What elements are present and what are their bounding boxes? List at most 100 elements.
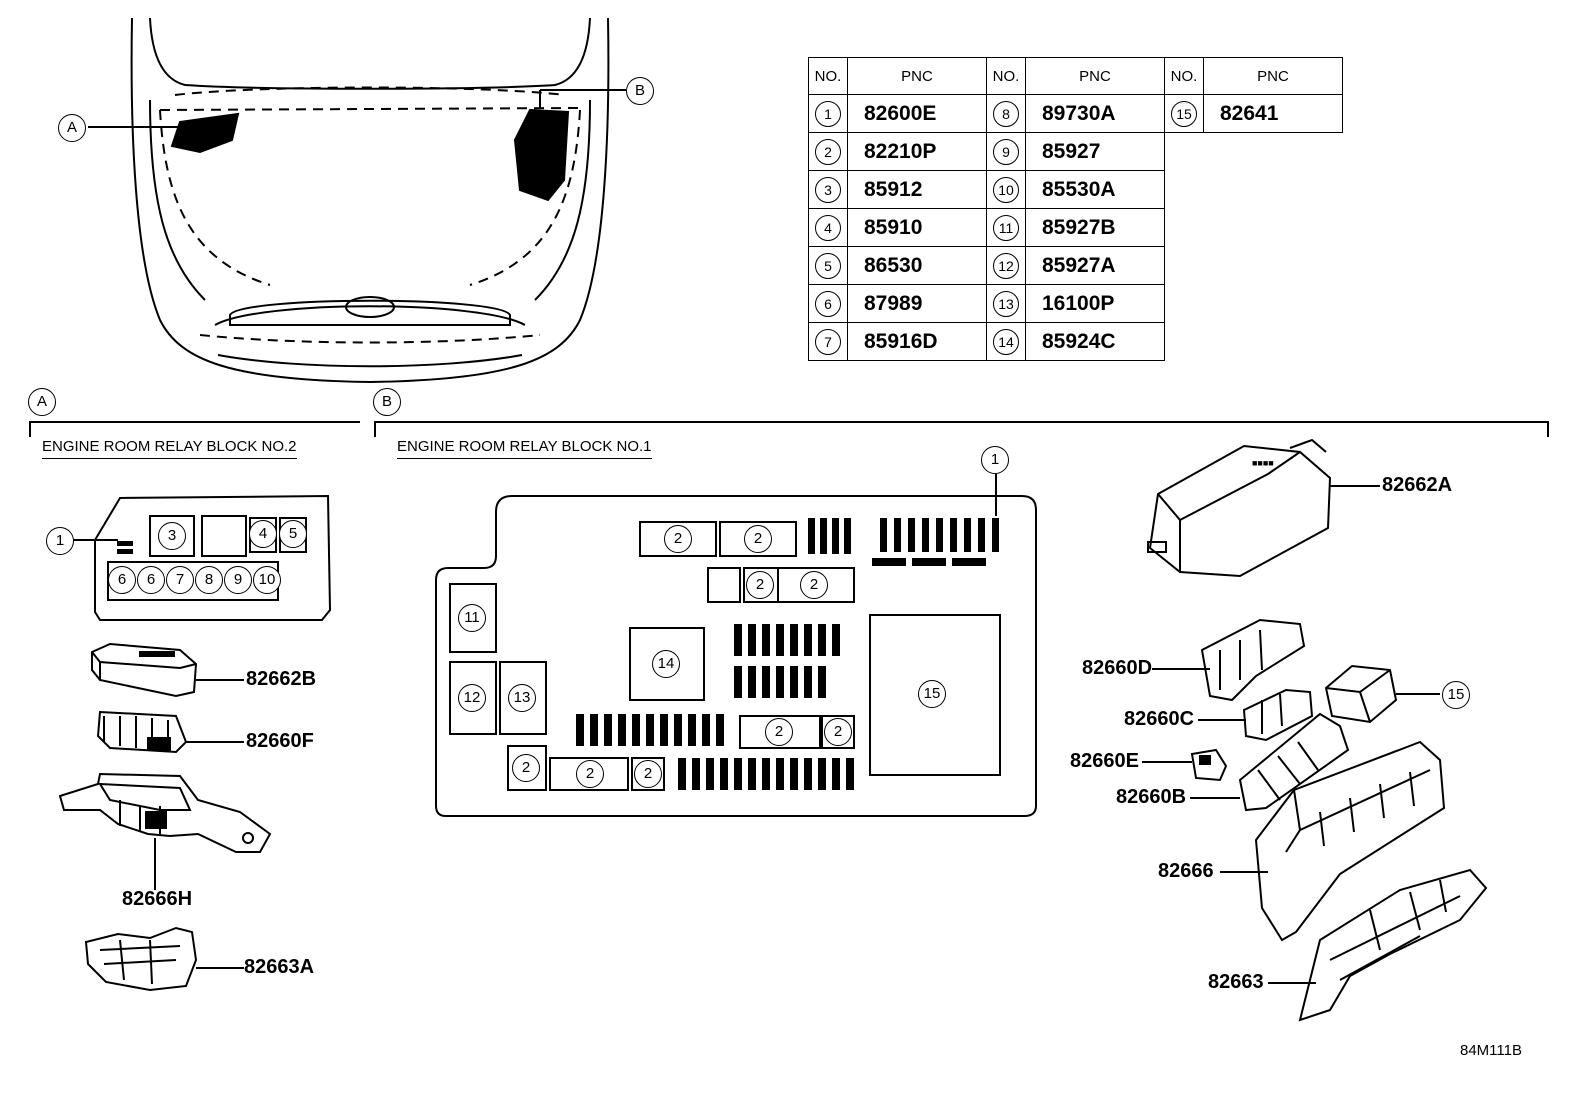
table-row: 7 85916D 14 85924C [808, 322, 1343, 361]
part-label: 82660B [1116, 786, 1187, 808]
part-label: 82660E [1070, 750, 1139, 772]
part-label: 82663A [244, 956, 315, 978]
vehicle-outline [130, 17, 610, 384]
pnc-value: 16100P [1025, 284, 1165, 323]
item-number: 11 [993, 214, 1019, 241]
pnc-value: 85927 [1025, 132, 1165, 171]
pnc-value: 82641 [1203, 94, 1343, 133]
pnc-value: 87989 [847, 284, 987, 323]
pnc-value: 85927B [1025, 208, 1165, 247]
hood-dashed-outline [159, 86, 581, 344]
block1-slot: 2 [744, 525, 772, 553]
block1-slot: 2 [800, 571, 828, 599]
svg-text:■■■■: ■■■■ [1252, 458, 1274, 468]
part-82660E-sketch [1190, 748, 1228, 782]
table-header: PNC [847, 57, 987, 95]
block1-slot: 2 [634, 760, 662, 788]
block1-slot: 15 [918, 680, 946, 708]
pnc-value: 85927A [1025, 246, 1165, 285]
pnc-value: 82600E [847, 94, 987, 133]
part-label: 82662B [246, 668, 317, 690]
item-number: 9 [993, 138, 1019, 165]
block2-slot: 8 [195, 566, 223, 594]
part-ref-number: 15 [1442, 681, 1470, 709]
block2-slot: 7 [166, 566, 194, 594]
item-number: 15 [1171, 100, 1197, 127]
section-a-title: ENGINE ROOM RELAY BLOCK NO.2 [42, 438, 297, 459]
pnc-table: NO. PNC NO. PNC NO. PNC 1 82600E 8 89730… [808, 57, 1343, 361]
block1-slot: 2 [512, 754, 540, 782]
block2-pointer-number: 1 [46, 527, 74, 555]
part-82660C-sketch [1242, 688, 1314, 742]
item-number: 7 [815, 328, 841, 355]
table-row: 4 85910 11 85927B [808, 208, 1343, 247]
item-number: 6 [815, 290, 841, 317]
table-header: NO. [986, 57, 1026, 95]
block1-slot: 2 [765, 718, 793, 746]
part-label: 82666 [1158, 860, 1214, 882]
location-b-block [513, 108, 570, 202]
pnc-value: 85912 [847, 170, 987, 209]
item-number: 8 [993, 100, 1019, 127]
pnc-value: 85910 [847, 208, 987, 247]
part-label: 82660C [1124, 708, 1195, 730]
block2-slot: 6 [137, 566, 165, 594]
block1-slot: 1 [981, 446, 1009, 474]
part-82663A-sketch [84, 926, 198, 992]
section-a-bracket [29, 421, 360, 437]
block1-slot: 11 [458, 604, 486, 632]
figure-code: 84M111B [1460, 1042, 1522, 1059]
pnc-value: 85924C [1025, 322, 1165, 361]
part-82666-sketch [1254, 740, 1446, 942]
part-82666H-sketch [58, 772, 272, 853]
section-a-marker: A [28, 388, 56, 416]
pnc-value: 82210P [847, 132, 987, 171]
pnc-value: 85530A [1025, 170, 1165, 209]
part-label: 82660F [246, 730, 314, 752]
block2-slot: 3 [158, 522, 186, 550]
item-number: 1 [815, 100, 841, 127]
part-82663-sketch [1298, 868, 1488, 1022]
item-number: 10 [993, 176, 1019, 203]
item-number: 3 [815, 176, 841, 203]
table-header: PNC [1025, 57, 1165, 95]
relay-block-1-housing [435, 495, 1037, 817]
relay-block-2-housing [94, 494, 332, 621]
block1-slot: 2 [576, 760, 604, 788]
table-row: 1 82600E 8 89730A 15 82641 [808, 94, 1343, 133]
block2-slot: 9 [224, 566, 252, 594]
item-number: 4 [815, 214, 841, 241]
block1-slot: 2 [824, 718, 852, 746]
callout-b-bubble: B [626, 77, 654, 105]
table-row: 2 82210P 9 85927 [808, 132, 1343, 171]
block2-slot: 6 [108, 566, 136, 594]
fuse-array [576, 518, 999, 790]
item-number: 2 [815, 138, 841, 165]
part-label: 82662A [1382, 474, 1453, 496]
part-82662B-sketch [91, 642, 198, 698]
item-number: 5 [815, 252, 841, 279]
block1-slot: 14 [652, 650, 680, 678]
pnc-value: 85916D [847, 322, 987, 361]
table-row: 5 86530 12 85927A [808, 246, 1343, 285]
table-row: 6 87989 13 16100P [808, 284, 1343, 323]
pnc-value: 86530 [847, 246, 987, 285]
section-b-bracket [374, 421, 1549, 437]
block1-slot: 2 [664, 525, 692, 553]
block1-slot: 12 [458, 684, 486, 712]
part-82660B-sketch [1238, 712, 1350, 812]
part-label: 82666H [122, 888, 193, 910]
part-82641-sketch [1324, 664, 1398, 724]
part-82660F-sketch [96, 710, 188, 754]
table-header: PNC [1203, 57, 1343, 95]
item-number: 12 [993, 252, 1019, 279]
table-header: NO. [1164, 57, 1204, 95]
part-label: 82660D [1082, 657, 1153, 679]
block1-slot: 2 [746, 571, 774, 599]
block2-slot: 5 [279, 520, 307, 548]
part-label: 82663 [1208, 971, 1264, 993]
section-b-title: ENGINE ROOM RELAY BLOCK NO.1 [397, 438, 652, 459]
callout-a-bubble: A [58, 114, 86, 142]
table-header: NO. [808, 57, 848, 95]
